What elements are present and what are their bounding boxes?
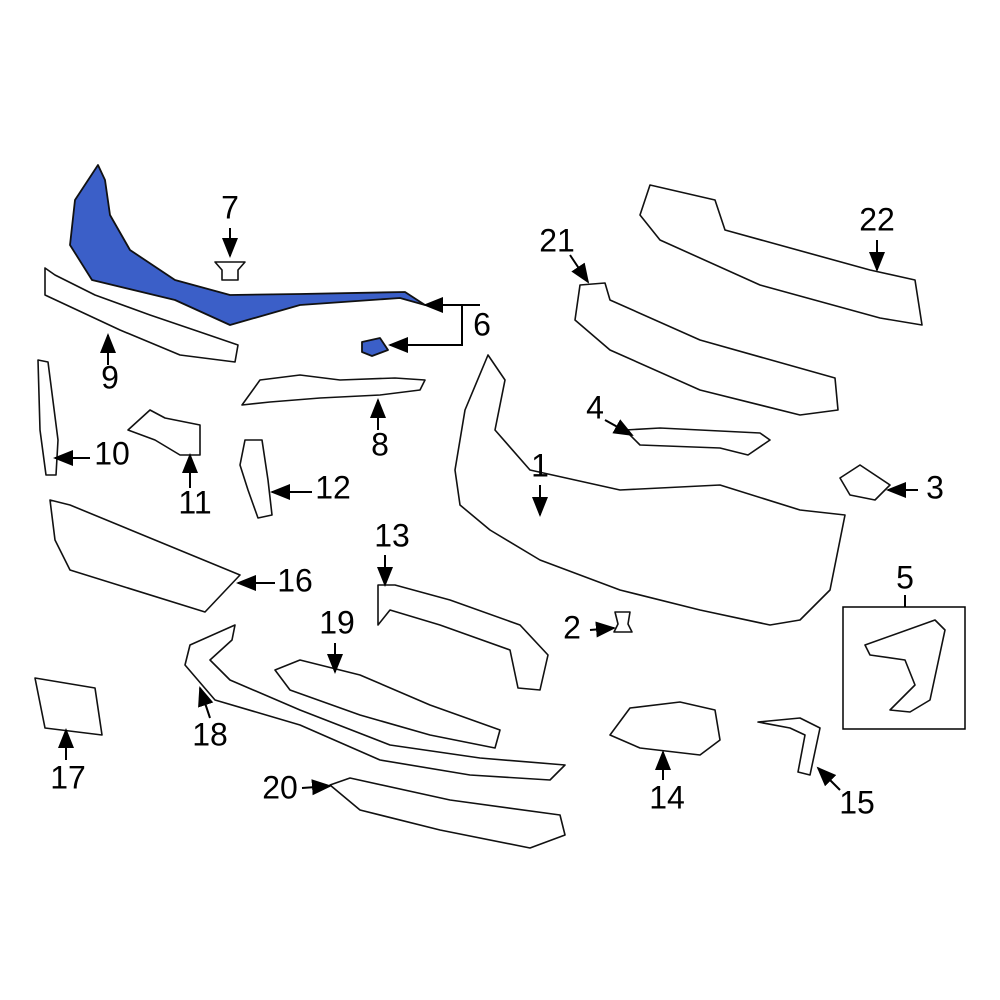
callout-8: 8 [371,426,389,462]
callout-7: 7 [221,189,239,225]
part-8-bracket[interactable] [241,374,426,406]
part-22-reinforcement[interactable] [639,184,923,326]
part-2-bolt[interactable] [613,611,633,633]
part-15-trim[interactable] [757,717,821,776]
callout-9: 9 [101,359,119,395]
callout-5: 5 [896,559,914,595]
callout-16: 16 [277,562,313,598]
callout-12: 12 [315,469,351,505]
part-17-license-bracket[interactable] [34,677,103,736]
callout-22: 22 [859,201,895,237]
callout-6: 6 [473,306,491,342]
callout-19: 19 [319,604,355,640]
part-16-grille[interactable] [49,499,241,613]
callout-17: 17 [50,759,86,795]
callout-21: 21 [539,222,575,258]
callout-15: 15 [839,784,875,820]
part-12-bracket[interactable] [239,439,273,519]
callout-1: 1 [531,447,549,483]
part-6-spoiler[interactable] [69,164,426,326]
callout-20: 20 [262,769,298,805]
part-1-bumper-cover[interactable] [454,354,846,626]
leader-lines [53,228,918,796]
part-3-bracket[interactable] [839,464,891,501]
part-14-fog-bezel[interactable] [609,701,721,756]
part-19-absorber[interactable] [274,659,501,749]
part-20-cover[interactable] [329,777,566,849]
callout-labels: 1 2 3 4 5 6 7 8 9 10 11 12 13 14 15 16 1… [50,189,944,820]
callout-2: 2 [563,609,581,645]
callout-13: 13 [374,517,410,553]
part-11-bracket[interactable] [127,409,201,456]
part-10-bracket[interactable] [37,359,59,476]
part-6-clip[interactable] [361,337,389,357]
part-7-clip[interactable] [214,261,246,281]
callout-3: 3 [926,469,944,505]
callout-18: 18 [192,716,228,752]
part-9-bracket[interactable] [44,267,239,363]
callout-4: 4 [586,389,604,425]
part-13-bracket[interactable] [377,584,549,691]
part-5-bracket[interactable] [864,619,946,713]
part-18-lip[interactable] [184,624,566,781]
callout-10: 10 [94,435,130,471]
callout-14: 14 [649,779,685,815]
callout-11: 11 [178,484,211,520]
part-4-bracket[interactable] [624,427,771,456]
part-21-absorber[interactable] [574,282,839,416]
